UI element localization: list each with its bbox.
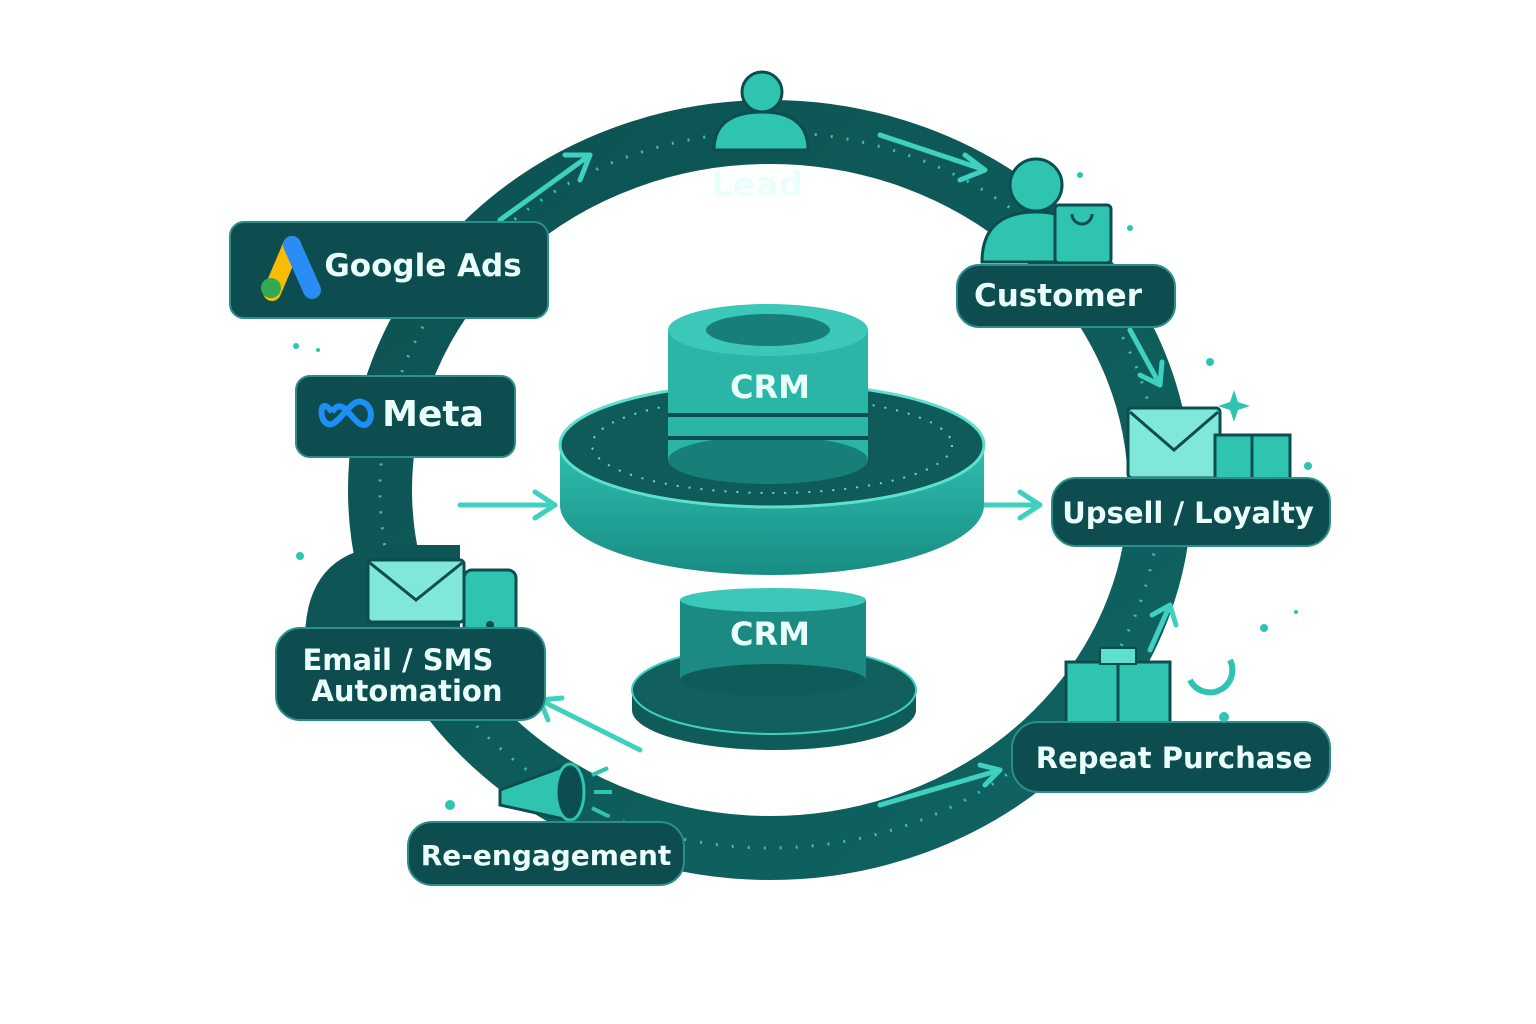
- megaphone-icon: [498, 762, 612, 822]
- lead-node: Lead: [711, 70, 810, 205]
- meta-logo-icon: [318, 398, 374, 428]
- crm-bottom-stack: CRM: [631, 588, 917, 750]
- crm-top-label: CRM: [730, 368, 810, 406]
- email-sms-label-line1: Email / SMS: [302, 643, 493, 677]
- flow-arrows: [457, 132, 1179, 808]
- email-sms-label-line2: Automation: [311, 674, 502, 708]
- crm-top-stack: CRM: [558, 304, 986, 575]
- reengagement-node: Re-engagement: [407, 762, 685, 886]
- customer-node: Customer: [956, 157, 1176, 328]
- google-ads-logo-icon: [261, 236, 321, 301]
- envelope-phone-icon: [366, 558, 518, 638]
- customer-label: Customer: [974, 278, 1143, 314]
- email-sms-node: Email / SMS Automation: [275, 545, 546, 721]
- email-gift-icon: [1126, 390, 1292, 485]
- lead-label: Lead: [711, 165, 803, 205]
- person-icon: [712, 70, 810, 152]
- customer-with-bag-icon: [980, 157, 1113, 265]
- crm-bottom-label: CRM: [730, 615, 810, 653]
- gift-boxes-icon: [1064, 647, 1236, 732]
- upsell-loyalty-node: Upsell / Loyalty: [1051, 390, 1331, 547]
- repeat-purchase-node: Repeat Purchase: [1011, 647, 1331, 793]
- decorative-sparkles: [293, 172, 1312, 810]
- email-sms-label: Email / SMS Automation: [302, 643, 503, 708]
- meta-label: Meta: [382, 394, 484, 435]
- reengagement-label: Re-engagement: [421, 839, 672, 872]
- google-ads-label: Google Ads: [324, 248, 521, 284]
- google-ads-node: Google Ads: [229, 221, 549, 319]
- repeat-purchase-label: Repeat Purchase: [1036, 741, 1313, 775]
- upsell-label: Upsell / Loyalty: [1062, 496, 1314, 530]
- meta-node: Meta: [295, 375, 516, 458]
